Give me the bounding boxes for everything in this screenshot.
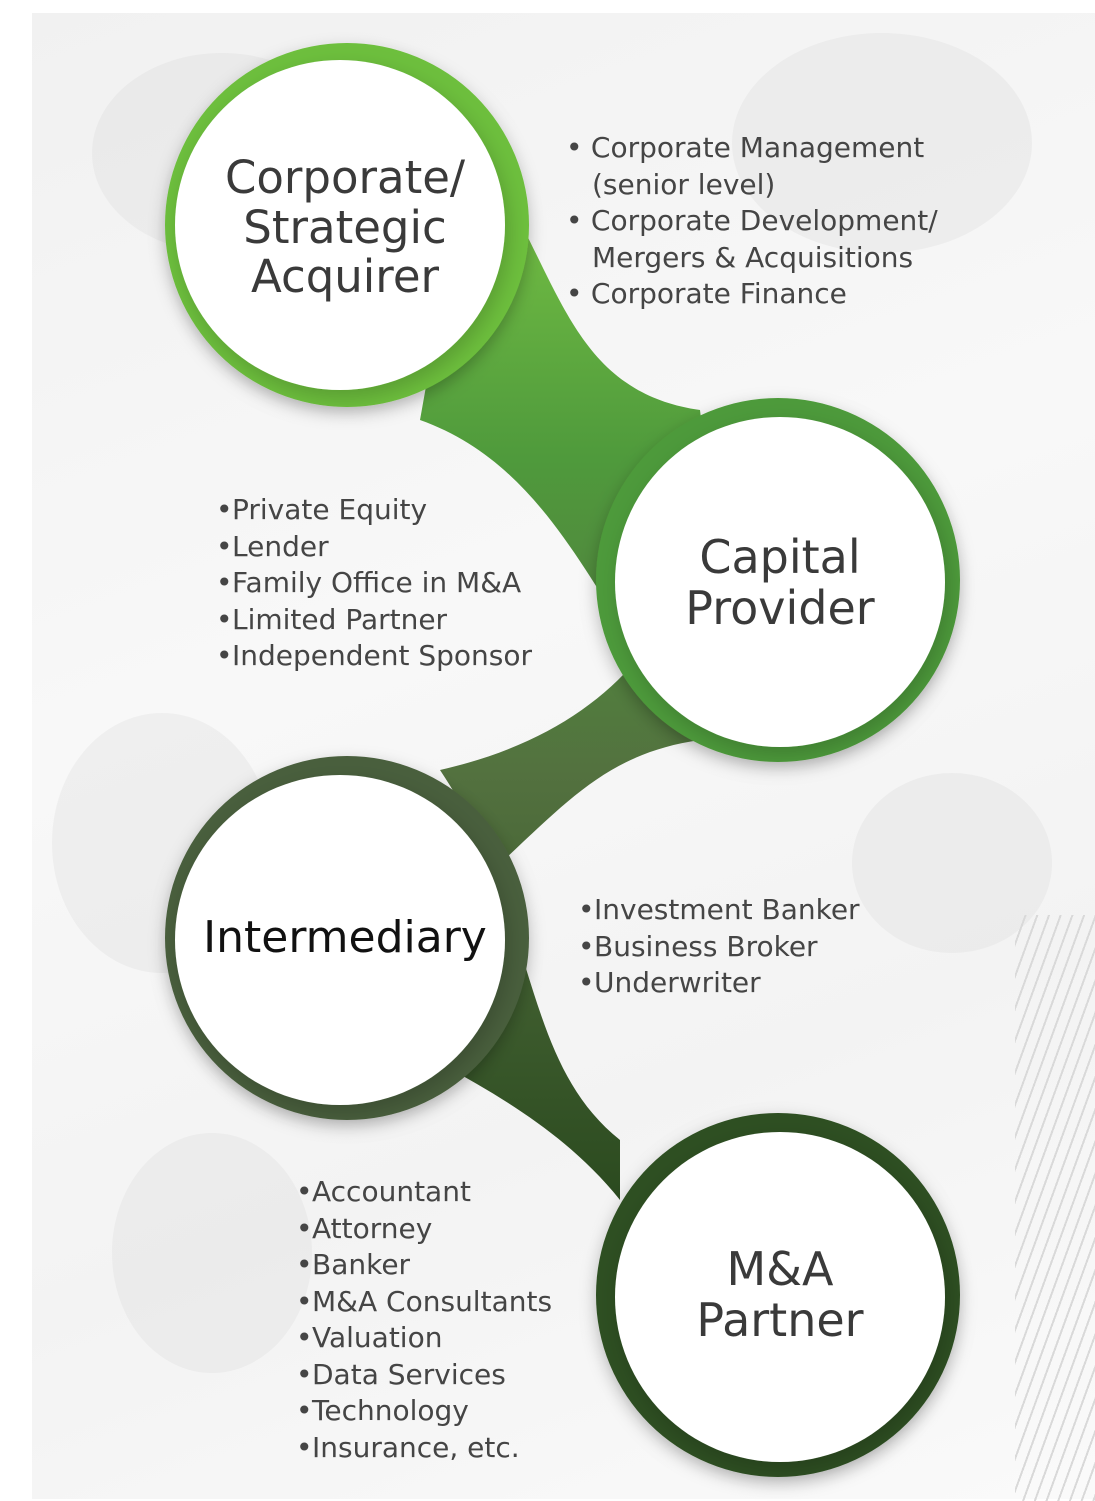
list-item-text: Valuation	[312, 1321, 443, 1354]
node-title-line: Intermediary	[203, 912, 487, 963]
bullet-icon: •	[296, 1357, 313, 1391]
bullet-icon: •	[216, 602, 233, 636]
list-item: •Underwriter	[578, 965, 860, 1002]
bullet-icon: •	[296, 1284, 313, 1318]
node-title-capital: Capital Provider	[630, 532, 930, 633]
list-item: •Investment Banker	[578, 892, 860, 929]
list-item-text: Corporate Management	[590, 131, 925, 164]
list-item-text: Independent Sponsor	[232, 639, 533, 672]
list-item: •Insurance, etc.	[296, 1430, 552, 1467]
list-partner: •Accountant •Attorney •Banker •M&A Consu…	[296, 1174, 552, 1466]
diagonal-stripes-decoration	[1015, 915, 1095, 1501]
bullet-icon: •	[296, 1430, 313, 1464]
list-capital: •Private Equity •Lender •Family Office i…	[216, 492, 532, 675]
list-item: • Corporate Management	[566, 130, 938, 167]
bullet-icon: •	[566, 204, 583, 237]
node-title-line: M&A	[726, 1242, 834, 1296]
list-item-text: Limited Partner	[232, 602, 448, 636]
list-item-text: Underwriter	[594, 966, 761, 999]
list-item-text: Investment Banker	[594, 893, 860, 926]
list-corporate: • Corporate Management (senior level) • …	[566, 130, 938, 313]
node-title-partner: M&A Partner	[630, 1244, 930, 1345]
list-item-continuation: Mergers & Acquisitions	[592, 240, 914, 274]
list-item: • Corporate Finance	[566, 276, 938, 313]
list-item: •Technology	[296, 1393, 552, 1430]
bullet-icon: •	[216, 639, 233, 672]
bullet-icon: •	[216, 566, 233, 599]
list-item-text: Attorney	[312, 1211, 433, 1245]
list-item-text: Corporate Development/	[590, 204, 938, 237]
list-intermediary: •Investment Banker •Business Broker •Und…	[578, 892, 860, 1002]
node-title-intermediary: Intermediary	[185, 912, 505, 963]
bullet-icon: •	[216, 529, 233, 563]
bullet-icon: •	[578, 929, 595, 963]
disc-capital	[615, 417, 945, 747]
node-title-line: Provider	[685, 580, 875, 635]
list-item: •Family Office in M&A	[216, 565, 532, 602]
bullet-icon: •	[296, 1175, 313, 1208]
list-item: •Private Equity	[216, 492, 532, 529]
list-item: •Business Broker	[578, 929, 860, 966]
bullet-icon: •	[296, 1211, 313, 1245]
list-item-text: Lender	[232, 529, 329, 563]
list-item: •M&A Consultants	[296, 1284, 552, 1321]
list-item-text: Banker	[312, 1248, 411, 1281]
list-item: •Accountant	[296, 1174, 552, 1211]
node-title-line: Strategic	[243, 200, 447, 254]
list-item: • Corporate Development/	[566, 203, 938, 240]
bullet-icon: •	[566, 131, 583, 164]
list-item: •Independent Sponsor	[216, 638, 532, 675]
disc-intermediary	[175, 775, 505, 1105]
bullet-icon: •	[578, 893, 595, 926]
list-item-text: Accountant	[312, 1175, 471, 1208]
list-item: •Lender	[216, 529, 532, 566]
bullet-icon: •	[216, 493, 233, 526]
node-title-line: Partner	[696, 1292, 864, 1347]
list-item: •Attorney	[296, 1211, 552, 1248]
disc-partner	[615, 1132, 945, 1462]
list-item-continuation: (senior level)	[592, 167, 776, 201]
bullet-icon: •	[296, 1394, 313, 1427]
list-item-text: Family Office in M&A	[232, 566, 522, 599]
list-item-text: Corporate Finance	[590, 277, 847, 310]
disc-corporate	[175, 60, 505, 390]
bullet-icon: •	[578, 966, 595, 999]
node-title-line: Capital	[699, 530, 861, 584]
list-item: •Data Services	[296, 1357, 552, 1394]
list-item-text: Technology	[312, 1394, 469, 1427]
node-title-line: Corporate/	[224, 151, 466, 204]
list-item: •Limited Partner	[216, 602, 532, 639]
list-item: •Banker	[296, 1247, 552, 1284]
list-item: •Valuation	[296, 1320, 552, 1357]
bullet-icon: •	[296, 1248, 313, 1281]
list-item-text: Insurance, etc.	[312, 1430, 520, 1464]
list-item-text: Business Broker	[594, 929, 818, 963]
list-item-text: Private Equity	[232, 493, 428, 526]
node-title-corporate: Corporate/ Strategic Acquirer	[190, 153, 500, 302]
background-shape	[732, 33, 1032, 253]
list-item-text: M&A Consultants	[312, 1284, 553, 1318]
background-shape	[112, 1133, 312, 1373]
list-item-text: Data Services	[312, 1357, 506, 1391]
bullet-icon: •	[296, 1321, 313, 1354]
bullet-icon: •	[566, 277, 583, 310]
node-title-line: Acquirer	[250, 250, 440, 303]
